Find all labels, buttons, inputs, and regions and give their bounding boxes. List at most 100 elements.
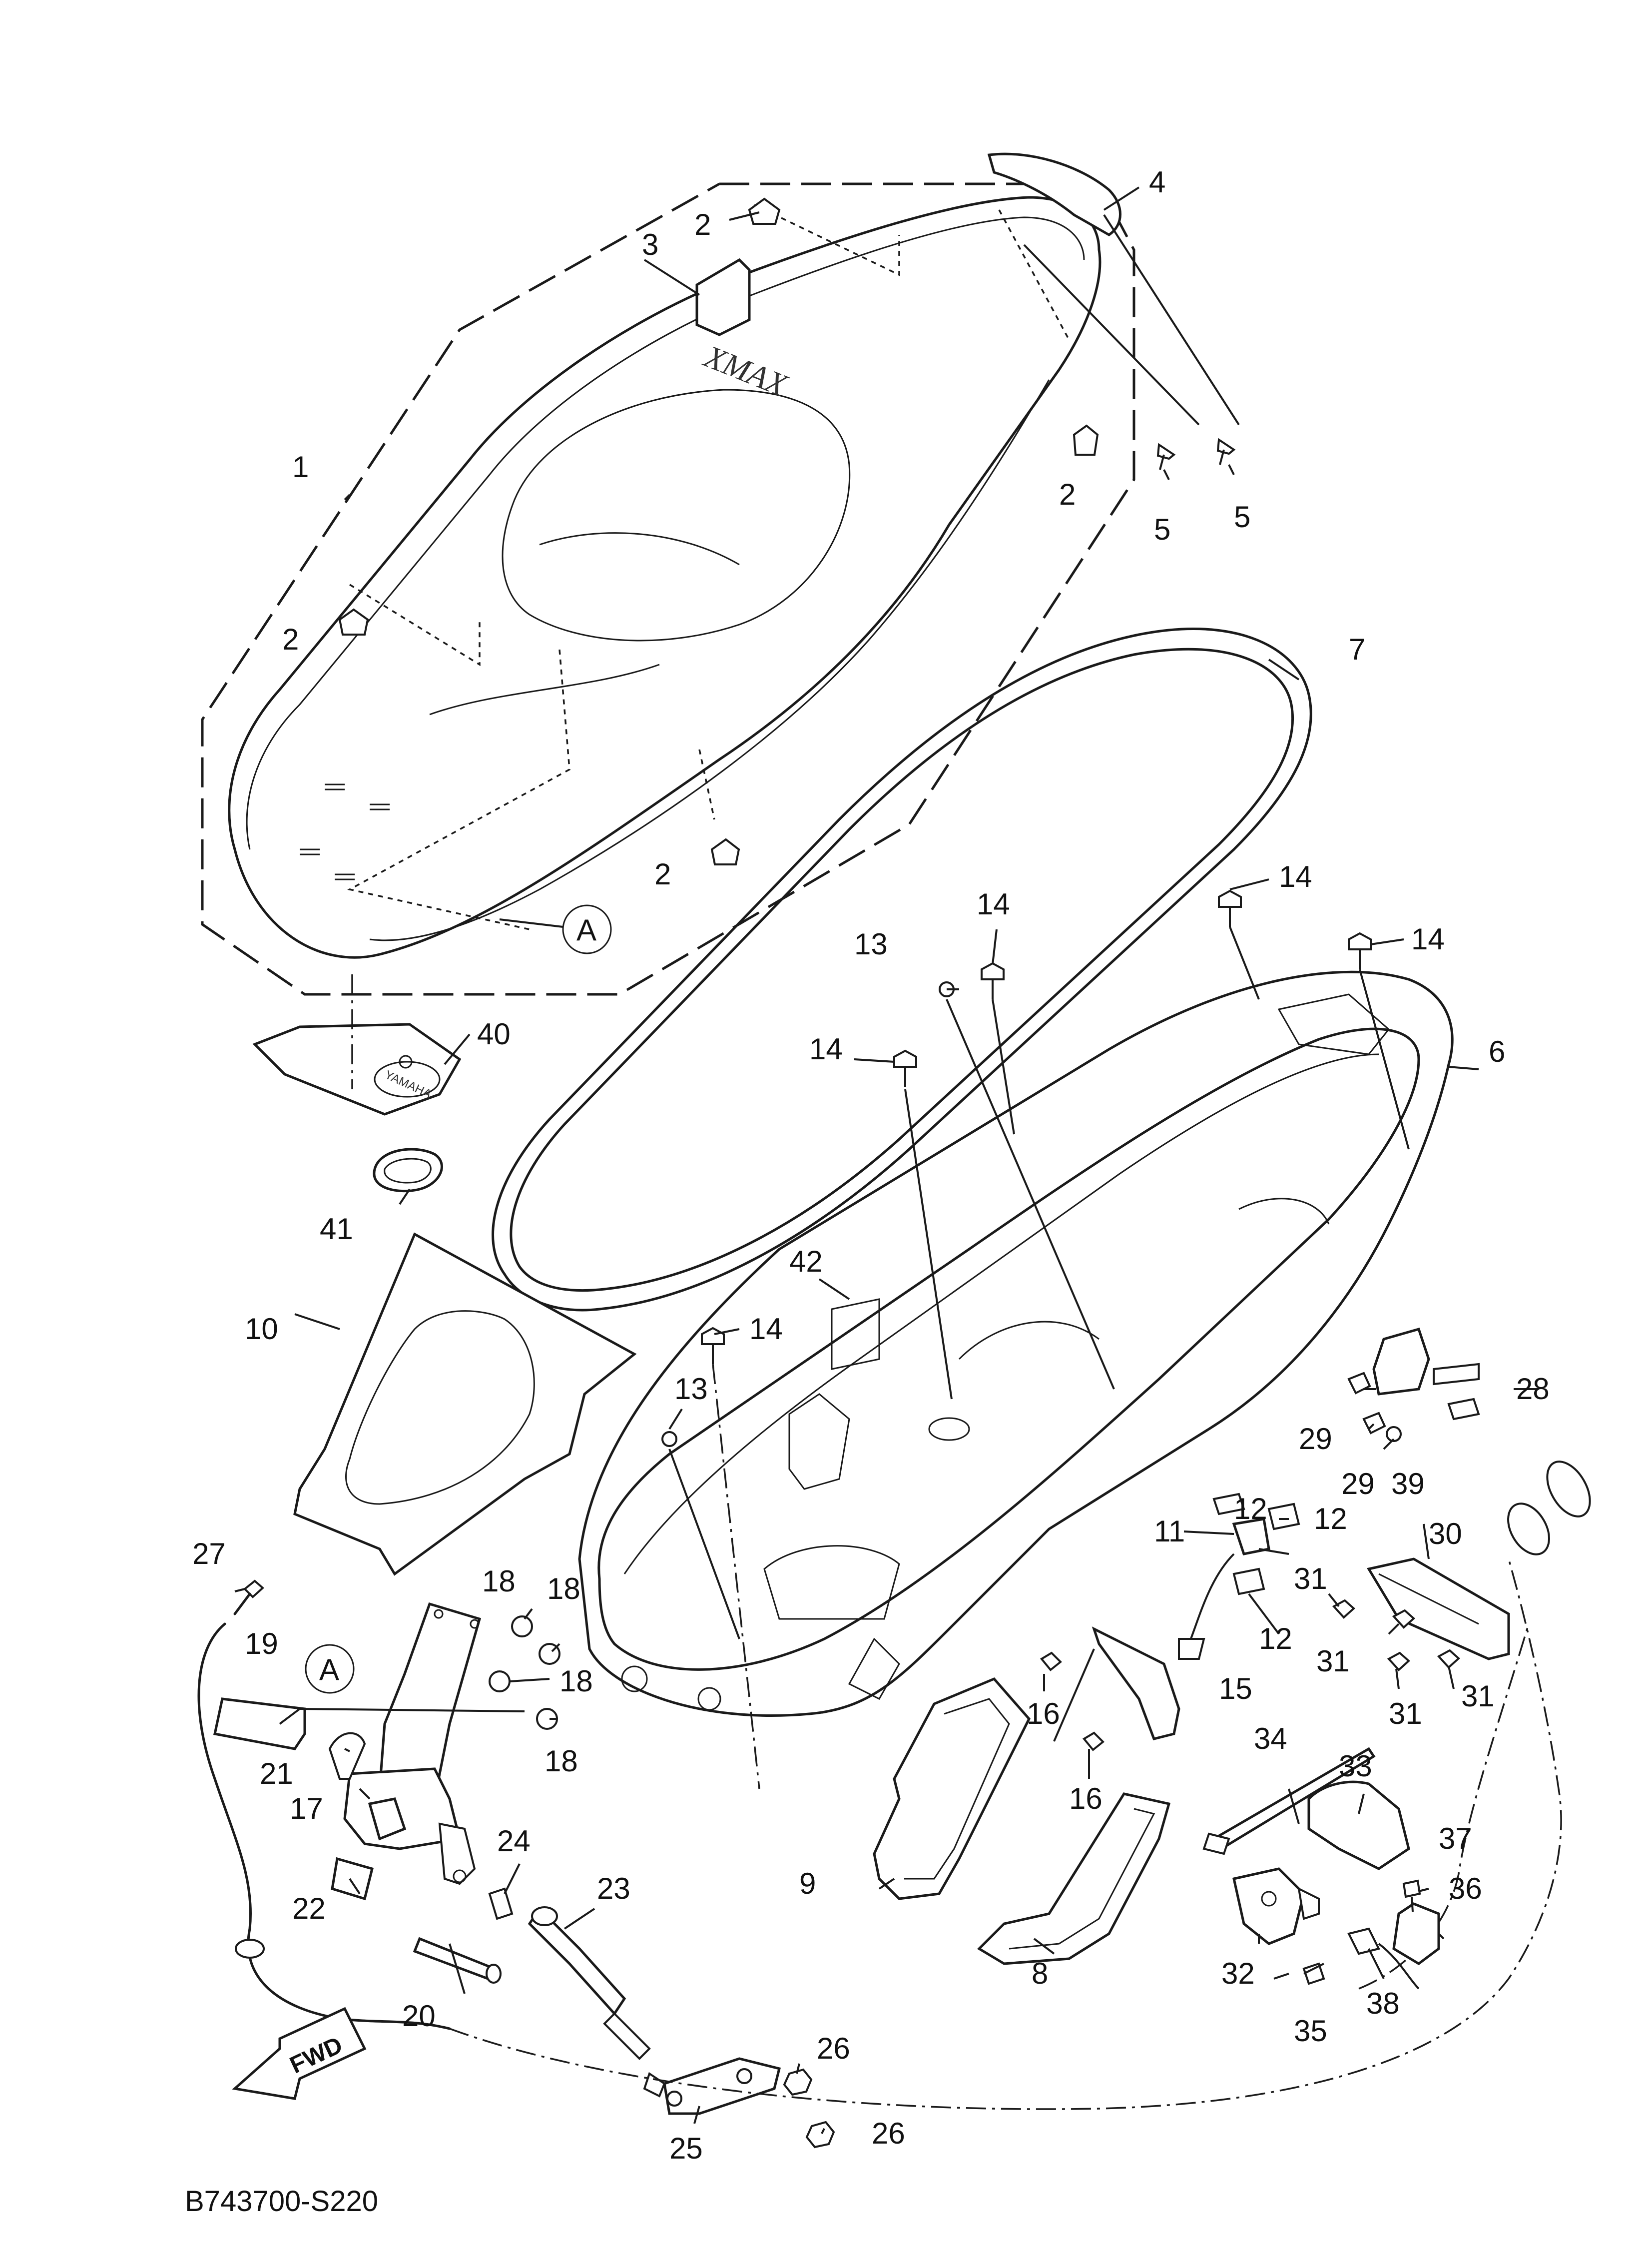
callout-16b: 16 — [1069, 1782, 1102, 1815]
callout-29a: 29 — [1299, 1422, 1332, 1456]
callout-36: 36 — [1449, 1872, 1482, 1905]
callout-32: 32 — [1221, 1957, 1255, 1990]
callout-14b: 14 — [809, 1032, 843, 1066]
seat-release-cable — [197, 1461, 1591, 2110]
callout-20: 20 — [402, 1999, 436, 2033]
callout-34: 34 — [1254, 1722, 1287, 1755]
callout-18c: 18 — [559, 1664, 593, 1698]
cover-30 — [1367, 1557, 1510, 1660]
callout-26b: 26 — [872, 2117, 905, 2150]
callout-4: 4 — [1149, 165, 1165, 199]
callout-31d: 31 — [1461, 1679, 1495, 1713]
callout-5b: 5 — [1234, 500, 1250, 534]
clip-31 — [1332, 1599, 1460, 1671]
callout-31a: 31 — [1294, 1562, 1327, 1595]
callout-31c: 31 — [1389, 1697, 1422, 1730]
bracket-36 — [1392, 1902, 1440, 1966]
callout-19: 19 — [245, 1627, 278, 1660]
callout-25: 25 — [669, 2132, 703, 2165]
seat-tag — [695, 258, 751, 336]
callout-3: 3 — [642, 228, 658, 261]
callout-2a: 2 — [694, 208, 711, 241]
bracket-15 — [1092, 1626, 1180, 1740]
seat-assembly-outline — [201, 182, 1135, 996]
callout-28: 28 — [1516, 1372, 1550, 1406]
callout-40: 40 — [477, 1017, 511, 1051]
cover-33 — [1307, 1780, 1410, 1870]
callout-2c: 2 — [282, 623, 299, 656]
callout-18b: 18 — [547, 1572, 580, 1605]
side-cover-10 — [293, 1232, 637, 1576]
callout-9: 9 — [799, 1867, 816, 1900]
callout-1: 1 — [292, 450, 309, 484]
callout-numbers: 1 2 2 2 2 3 4 5 5 6 7 8 9 10 11 12 12 12… — [192, 165, 1550, 2165]
switch-11 — [1178, 1517, 1270, 1660]
callout-23: 23 — [597, 1872, 630, 1905]
callout-11: 11 — [1154, 1514, 1185, 1548]
callout-14c: 14 — [1279, 860, 1312, 893]
callout-21: 21 — [260, 1757, 293, 1790]
hinge-28 — [1372, 1327, 1480, 1421]
callout-33: 33 — [1339, 1749, 1372, 1783]
callout-37: 37 — [1439, 1822, 1472, 1855]
callout-22: 22 — [292, 1892, 326, 1925]
callout-7: 7 — [1349, 633, 1365, 666]
callout-13b: 13 — [674, 1372, 708, 1406]
seat: XMAX — [228, 196, 1101, 959]
pad-12 — [1212, 1493, 1300, 1595]
callout-2d: 2 — [654, 857, 671, 891]
box-screw — [661, 889, 1410, 1789]
drawing-code: B743700-S220 — [185, 2185, 378, 2218]
callout-15: 15 — [1219, 1672, 1252, 1705]
callout-18a: 18 — [482, 1564, 516, 1598]
cable-end-38 — [1347, 1927, 1420, 1990]
callout-26a: 26 — [817, 2032, 850, 2065]
svg-text:A: A — [576, 913, 596, 947]
callout-14a: 14 — [977, 887, 1010, 921]
callout-30: 30 — [1429, 1517, 1462, 1550]
callout-29b: 29 — [1341, 1467, 1375, 1501]
clip-21 — [328, 1732, 366, 1780]
screw-35 — [1302, 1962, 1325, 1985]
callout-42: 42 — [789, 1245, 823, 1278]
bushing-24 — [488, 1887, 514, 1920]
callout-39: 39 — [1391, 1467, 1425, 1501]
damper-23 — [528, 1906, 651, 2060]
callout-12c: 12 — [1259, 1622, 1292, 1655]
lower-cover-8 — [977, 1792, 1171, 1965]
callout-8: 8 — [1032, 1957, 1048, 1990]
seat-rear-trim — [987, 152, 1121, 236]
seat-logo: XMAX — [698, 338, 793, 404]
forward-arrow-icon: FWD — [232, 2007, 367, 2100]
callout-35: 35 — [1294, 2014, 1327, 2048]
bolt-39 — [1386, 1426, 1402, 1442]
callout-6: 6 — [1489, 1035, 1505, 1068]
reference-mark-a-top: A — [499, 904, 612, 954]
link-25 — [643, 2057, 781, 2115]
bolt-37 — [1402, 1879, 1421, 1912]
callout-16a: 16 — [1027, 1697, 1060, 1730]
callout-14e: 14 — [749, 1312, 783, 1346]
callout-31b: 31 — [1316, 1644, 1350, 1678]
callout-17: 17 — [290, 1792, 323, 1825]
cable-tie-34 — [1202, 1747, 1376, 1855]
storage-pocket: YAMAHA — [252, 974, 462, 1116]
bolt-26 — [783, 2068, 835, 2149]
callout-38: 38 — [1366, 1987, 1400, 2020]
callout-18d: 18 — [545, 1744, 578, 1778]
seat-hinge-bracket — [343, 1602, 482, 1885]
screw — [1023, 214, 1240, 470]
seat-damper — [338, 197, 1099, 865]
grommet — [373, 1148, 443, 1193]
callout-2b: 2 — [1059, 478, 1076, 511]
callout-13a: 13 — [854, 927, 888, 961]
callout-24: 24 — [497, 1824, 531, 1858]
latch-part-19 — [213, 1697, 306, 1750]
reference-mark-a-bottom: A — [305, 1644, 355, 1694]
callout-10: 10 — [245, 1312, 278, 1346]
bracket-22 — [331, 1857, 374, 1901]
leader-lines — [234, 186, 1539, 2134]
callout-27: 27 — [192, 1537, 226, 1570]
seal — [492, 627, 1312, 1312]
